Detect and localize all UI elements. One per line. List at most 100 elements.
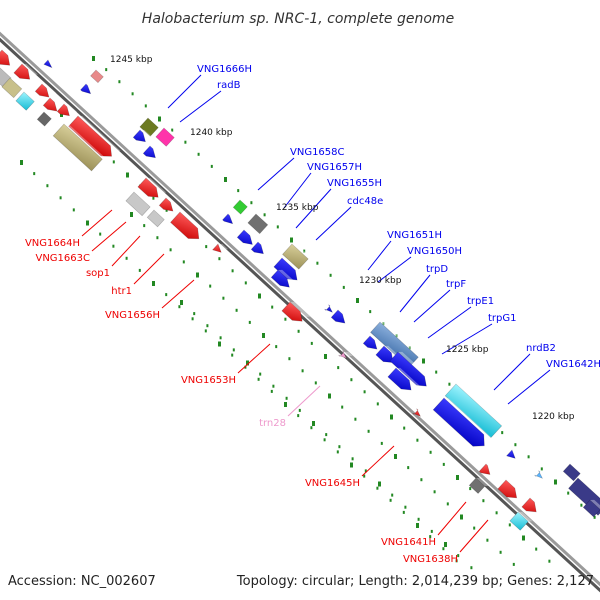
- gene-box[interactable]: [468, 476, 490, 496]
- gene-box[interactable]: [273, 256, 306, 287]
- gene-label-reverse[interactable]: VNG1653H: [181, 375, 236, 386]
- tick-mark: [310, 341, 313, 345]
- gene-label-forward[interactable]: trpG1: [488, 313, 517, 324]
- gene-box[interactable]: [42, 96, 65, 117]
- gene-label-forward[interactable]: VNG1658C: [290, 147, 345, 158]
- tick-mark: [246, 360, 249, 366]
- gene-box[interactable]: [146, 208, 169, 229]
- gene-box[interactable]: [137, 176, 167, 204]
- gene-box[interactable]: [497, 478, 525, 505]
- gene-box[interactable]: [324, 302, 339, 316]
- tick-mark: [171, 128, 174, 132]
- gene-box[interactable]: [222, 212, 240, 229]
- gene-box[interactable]: [389, 350, 435, 393]
- tick-mark: [389, 498, 392, 502]
- gene-label-forward[interactable]: radB: [217, 80, 241, 91]
- gene-label-forward[interactable]: VNG1650H: [407, 246, 462, 257]
- gene-box[interactable]: [170, 210, 208, 246]
- gene-box[interactable]: [139, 116, 163, 139]
- gene-box[interactable]: [36, 110, 56, 128]
- tick-mark: [416, 523, 419, 528]
- tick-mark: [456, 475, 459, 480]
- gene-box[interactable]: [34, 82, 57, 103]
- gene-label-forward[interactable]: VNG1655H: [327, 178, 382, 189]
- gene-box[interactable]: [142, 144, 164, 164]
- gene-box[interactable]: [1, 76, 27, 100]
- leader-line: [133, 253, 165, 285]
- gene-box[interactable]: [155, 126, 179, 149]
- gene-box[interactable]: [432, 396, 494, 454]
- gene-label-forward[interactable]: trpE1: [467, 296, 494, 307]
- tick-mark: [20, 160, 23, 165]
- tick-mark: [363, 474, 366, 478]
- tick-mark: [350, 462, 353, 468]
- gene-label-forward[interactable]: VNG1642H: [546, 359, 600, 370]
- gene-box[interactable]: [534, 468, 549, 482]
- gene-box[interactable]: [247, 212, 273, 236]
- gene-box[interactable]: [478, 462, 498, 480]
- gene-box[interactable]: [90, 68, 108, 85]
- gene-box[interactable]: [506, 448, 523, 464]
- gene-box[interactable]: [562, 462, 585, 483]
- scale-label: 1230 kbp: [359, 276, 402, 286]
- gene-box[interactable]: [509, 510, 533, 533]
- gene-label-reverse[interactable]: VNG1663C: [35, 253, 90, 264]
- gene-label-reverse[interactable]: VNG1645H: [305, 478, 360, 489]
- gene-box[interactable]: [387, 366, 420, 397]
- tick-mark: [363, 390, 366, 394]
- gene-box[interactable]: [362, 334, 385, 355]
- gene-box[interactable]: [125, 190, 155, 218]
- gene-box[interactable]: [521, 496, 545, 519]
- gene-label-forward[interactable]: nrdB2: [526, 343, 556, 354]
- gene-box[interactable]: [132, 128, 154, 148]
- leader-line: [361, 445, 395, 477]
- gene-label-reverse[interactable]: VNG1638H: [403, 554, 458, 565]
- tick-mark: [152, 281, 155, 286]
- tick-mark: [184, 140, 187, 144]
- gene-box[interactable]: [212, 242, 229, 258]
- tick-mark: [337, 366, 340, 370]
- tick-mark: [482, 499, 485, 503]
- gene-box[interactable]: [568, 476, 600, 518]
- gene-label-reverse[interactable]: htr1: [111, 286, 132, 297]
- tick-mark: [204, 329, 207, 333]
- gene-box[interactable]: [158, 196, 181, 217]
- gene-box[interactable]: [0, 48, 19, 72]
- gene-label-forward[interactable]: VNG1657H: [307, 162, 362, 173]
- tick-mark: [527, 455, 530, 459]
- leader-line: [179, 90, 222, 123]
- gene-box[interactable]: [250, 240, 272, 260]
- gene-box[interactable]: [52, 122, 107, 173]
- gene-label-reverse[interactable]: sop1: [86, 268, 110, 279]
- gene-box[interactable]: [80, 82, 98, 99]
- tick-mark: [126, 172, 129, 178]
- gene-box[interactable]: [68, 114, 121, 164]
- gene-box[interactable]: [444, 382, 506, 440]
- gene-box[interactable]: [270, 268, 297, 293]
- tick-mark: [316, 261, 319, 265]
- gene-label-forward[interactable]: VNG1666H: [197, 64, 252, 75]
- gene-label-forward[interactable]: trpF: [446, 279, 466, 290]
- gene-box[interactable]: [43, 58, 59, 72]
- gene-box[interactable]: [282, 242, 313, 271]
- gene-label-reverse[interactable]: trn28: [259, 418, 286, 429]
- gene-box[interactable]: [281, 300, 311, 328]
- gene-box[interactable]: [236, 228, 261, 250]
- gene-label-forward[interactable]: cdc48e: [347, 196, 383, 207]
- gene-label-forward[interactable]: trpD: [426, 264, 448, 275]
- trna-box[interactable]: [338, 348, 353, 362]
- gene-box[interactable]: [412, 406, 427, 420]
- gene-box[interactable]: [582, 498, 600, 519]
- gene-box[interactable]: [56, 102, 78, 122]
- gene-box[interactable]: [15, 90, 39, 113]
- gene-box[interactable]: [13, 62, 39, 86]
- gene-box[interactable]: [232, 198, 252, 216]
- tick-mark: [59, 196, 62, 200]
- gene-label-reverse[interactable]: VNG1656H: [105, 310, 160, 321]
- gene-label-reverse[interactable]: VNG1641H: [381, 537, 436, 548]
- gene-label-forward[interactable]: VNG1651H: [387, 230, 442, 241]
- tick-mark: [144, 104, 147, 108]
- gene-box[interactable]: [330, 308, 353, 329]
- gene-label-reverse[interactable]: VNG1664H: [25, 238, 80, 249]
